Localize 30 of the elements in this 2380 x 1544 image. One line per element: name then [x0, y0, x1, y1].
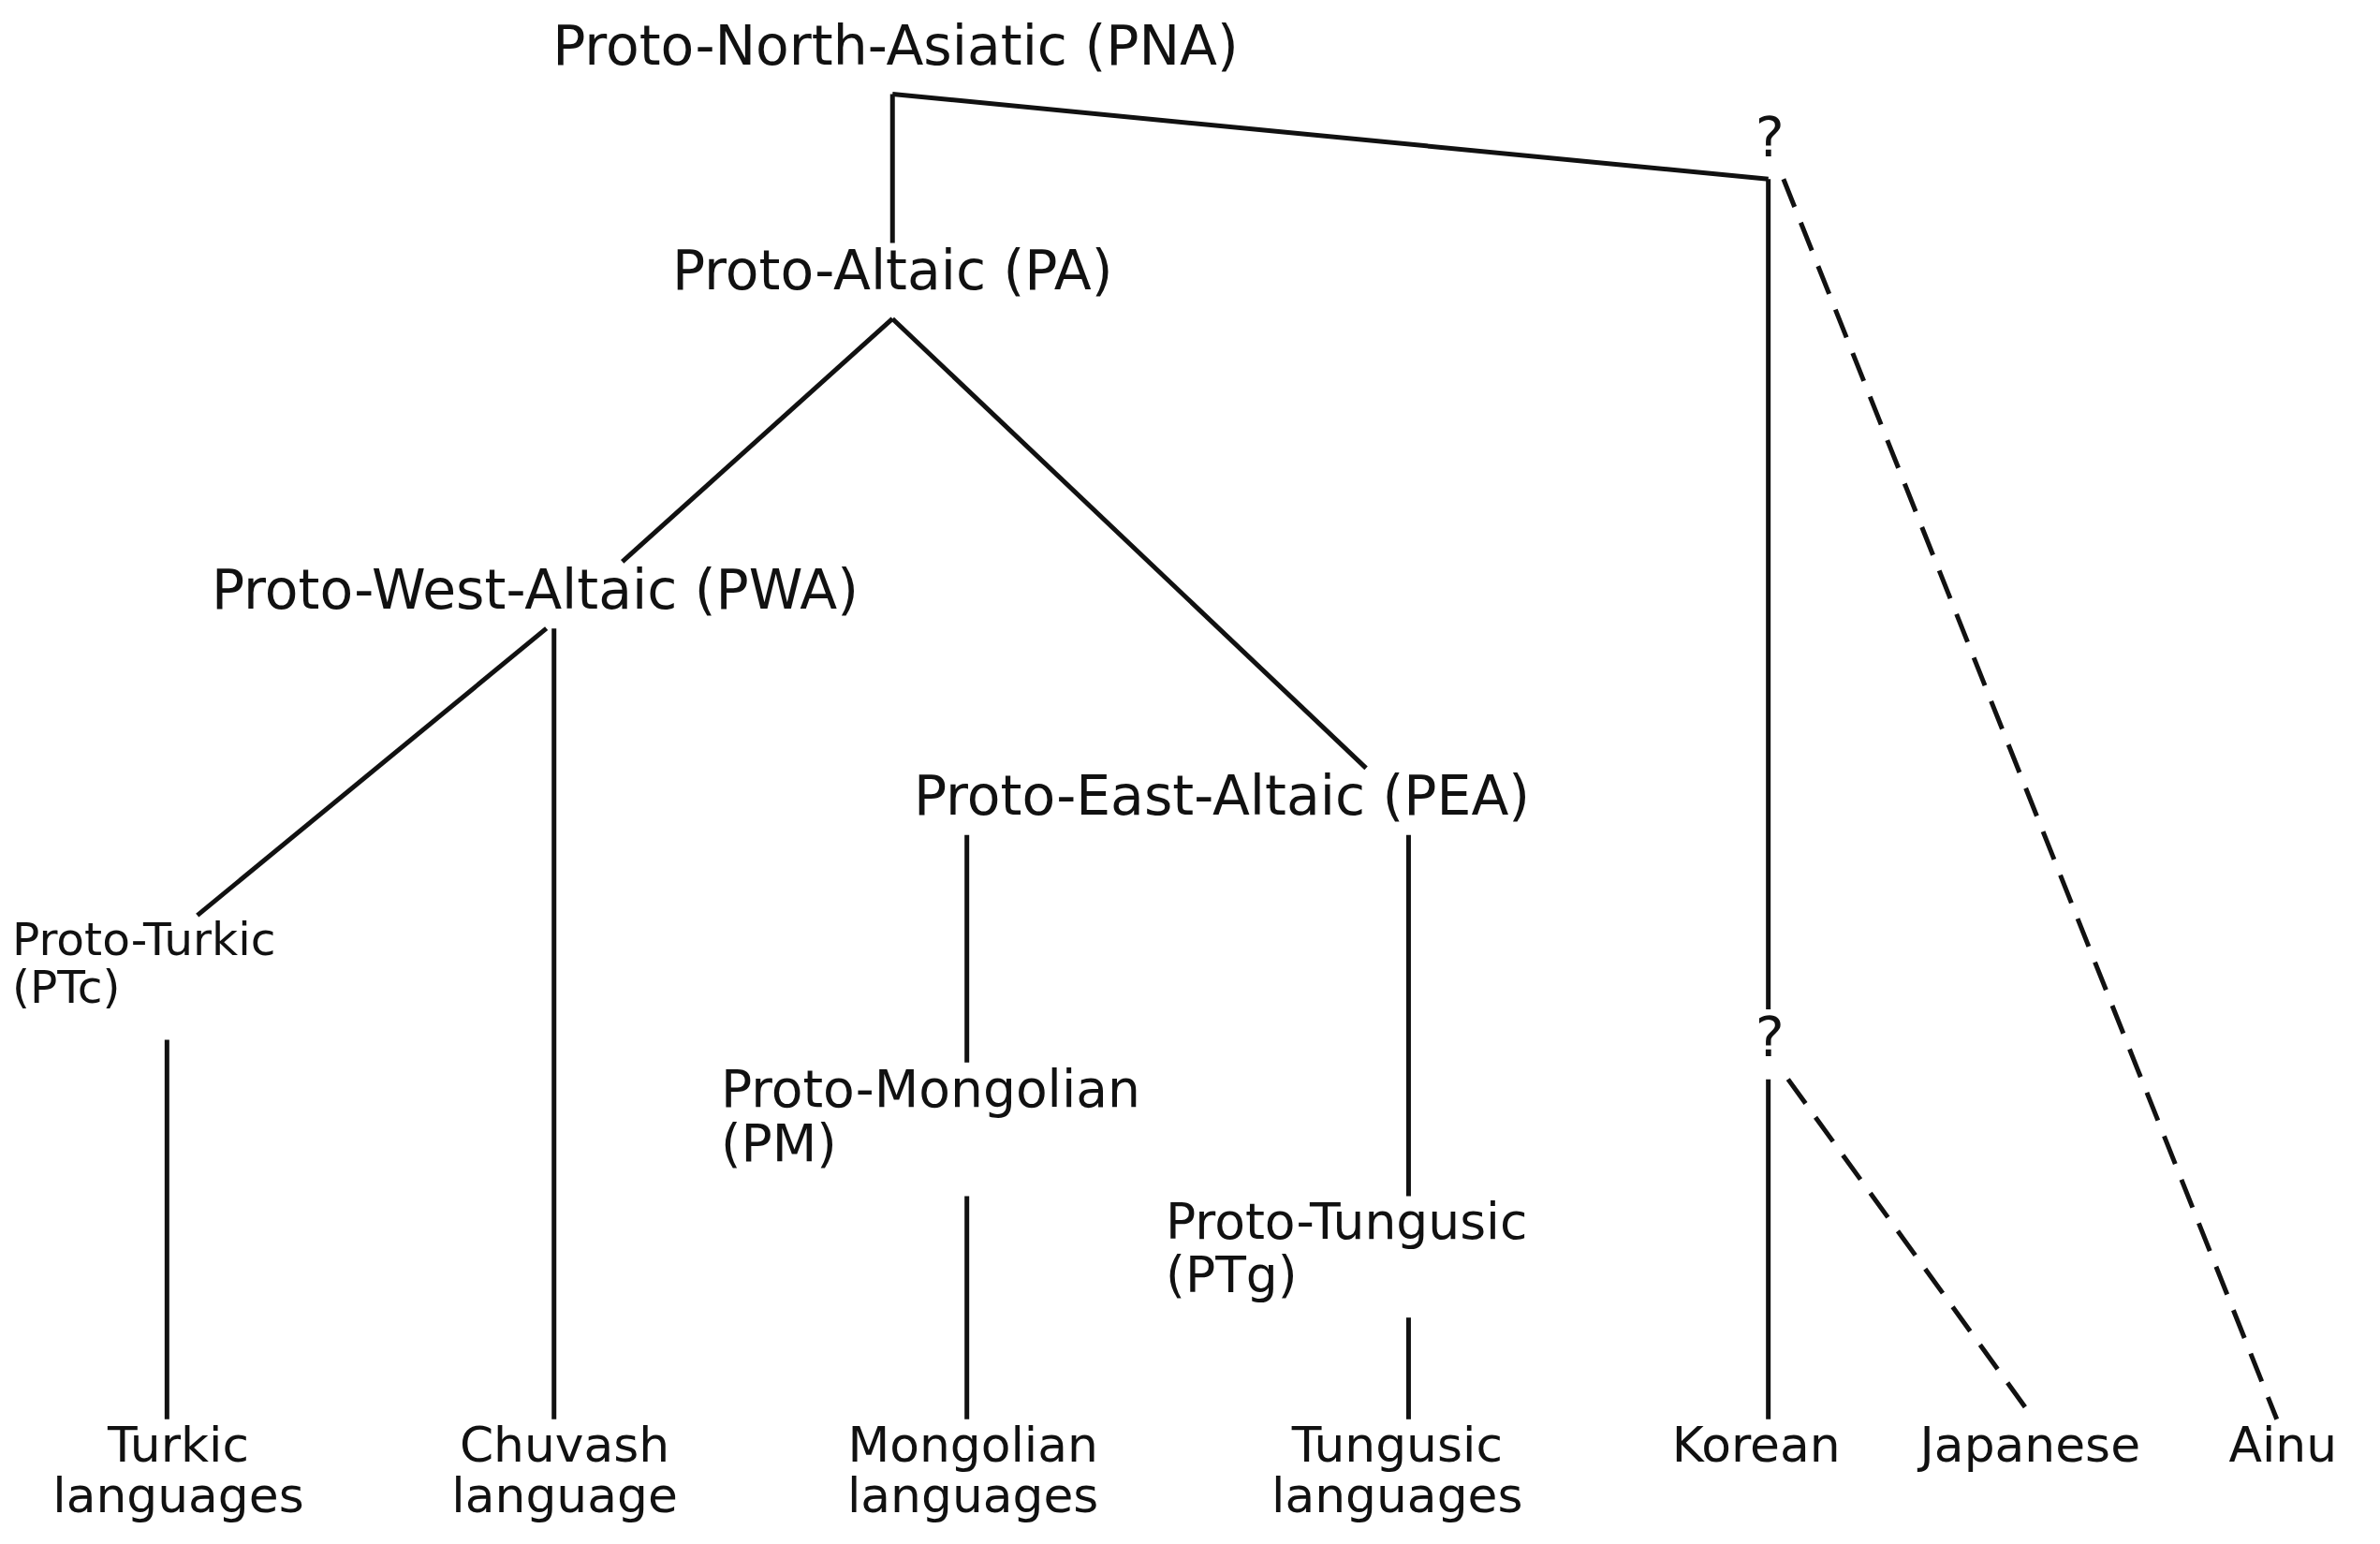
language-label: Proto-Altaic (PA) [670, 243, 1114, 301]
tree-line [889, 94, 895, 243]
language-label: Proto-Tungusic (PTg) [1166, 1196, 1529, 1301]
question-mark: ? [1754, 109, 1785, 167]
tree-line [1766, 179, 1771, 1010]
tree-line [196, 626, 549, 918]
tree-line [551, 628, 557, 1419]
language-label: Turkic languages [51, 1419, 305, 1522]
language-label: Korean [1670, 1419, 1842, 1471]
tree-line [964, 834, 970, 1063]
tree-line [1766, 1079, 1771, 1419]
language-label: Proto-Mongolian (PM) [721, 1062, 1141, 1171]
language-label: Proto-Turkic (PTc) [11, 915, 277, 1011]
tree-line [964, 1196, 970, 1419]
tree-line [1405, 834, 1411, 1197]
tree-line [1405, 1317, 1411, 1419]
tree-line [164, 1039, 169, 1419]
dashed-line [1781, 178, 2280, 1420]
question-mark: ? [1754, 1009, 1785, 1067]
language-label: Tungusic languages [1271, 1419, 1524, 1522]
language-label: Proto-North-Asiatic (PNA) [551, 18, 1240, 76]
language-label: Japanese [1889, 1419, 2171, 1471]
tree-line [621, 316, 894, 564]
tree-line [892, 92, 1769, 182]
tree-line [890, 316, 1368, 771]
language-label: Chuvash language [450, 1419, 679, 1522]
language-label: Proto-West-Altaic (PWA) [210, 561, 859, 620]
language-label: Mongolian languages [845, 1419, 1100, 1522]
language-label: Proto-East-Altaic (PEA) [912, 768, 1532, 826]
language-label: Ainu [2227, 1419, 2339, 1471]
